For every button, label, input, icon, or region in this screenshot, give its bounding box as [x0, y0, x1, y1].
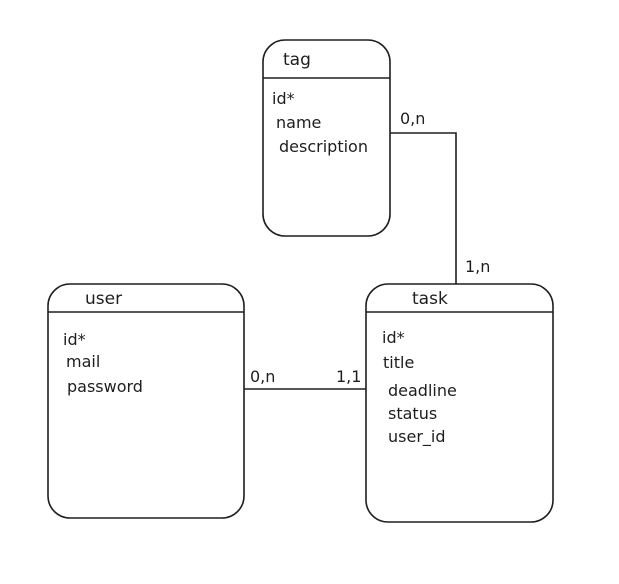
entity-tag-attribute: name [276, 113, 321, 132]
entity-tag-box [262, 39, 391, 237]
entity-task[interactable]: task id* title deadline status user_id [365, 283, 554, 523]
entity-user[interactable]: user id* mail password [47, 283, 245, 519]
entity-task-attribute: status [388, 404, 437, 423]
entity-user-attribute: id* [63, 330, 86, 349]
tag-task-relationship-line [390, 132, 457, 284]
entity-task-title: task [412, 289, 448, 309]
cardinality-task-side-tag: 1,n [465, 257, 490, 276]
entity-task-attribute: id* [382, 328, 405, 347]
cardinality-task-side-user: 1,1 [336, 367, 361, 386]
entity-task-attribute: deadline [388, 381, 457, 400]
entity-user-title: user [85, 289, 122, 309]
entity-user-attribute: mail [66, 352, 100, 371]
entity-tag-attribute: description [279, 137, 368, 156]
entity-task-box [365, 283, 554, 523]
entity-tag-title: tag [283, 50, 311, 70]
cardinality-user-side: 0,n [250, 367, 275, 386]
entity-task-attribute: title [383, 353, 414, 372]
entity-tag-attribute: id* [272, 89, 295, 108]
entity-tag[interactable]: tag id* name description [262, 39, 391, 237]
entity-user-box [47, 283, 245, 519]
entity-user-attribute: password [67, 377, 143, 396]
cardinality-tag-side: 0,n [400, 109, 425, 128]
entity-task-attribute: user_id [388, 427, 446, 447]
